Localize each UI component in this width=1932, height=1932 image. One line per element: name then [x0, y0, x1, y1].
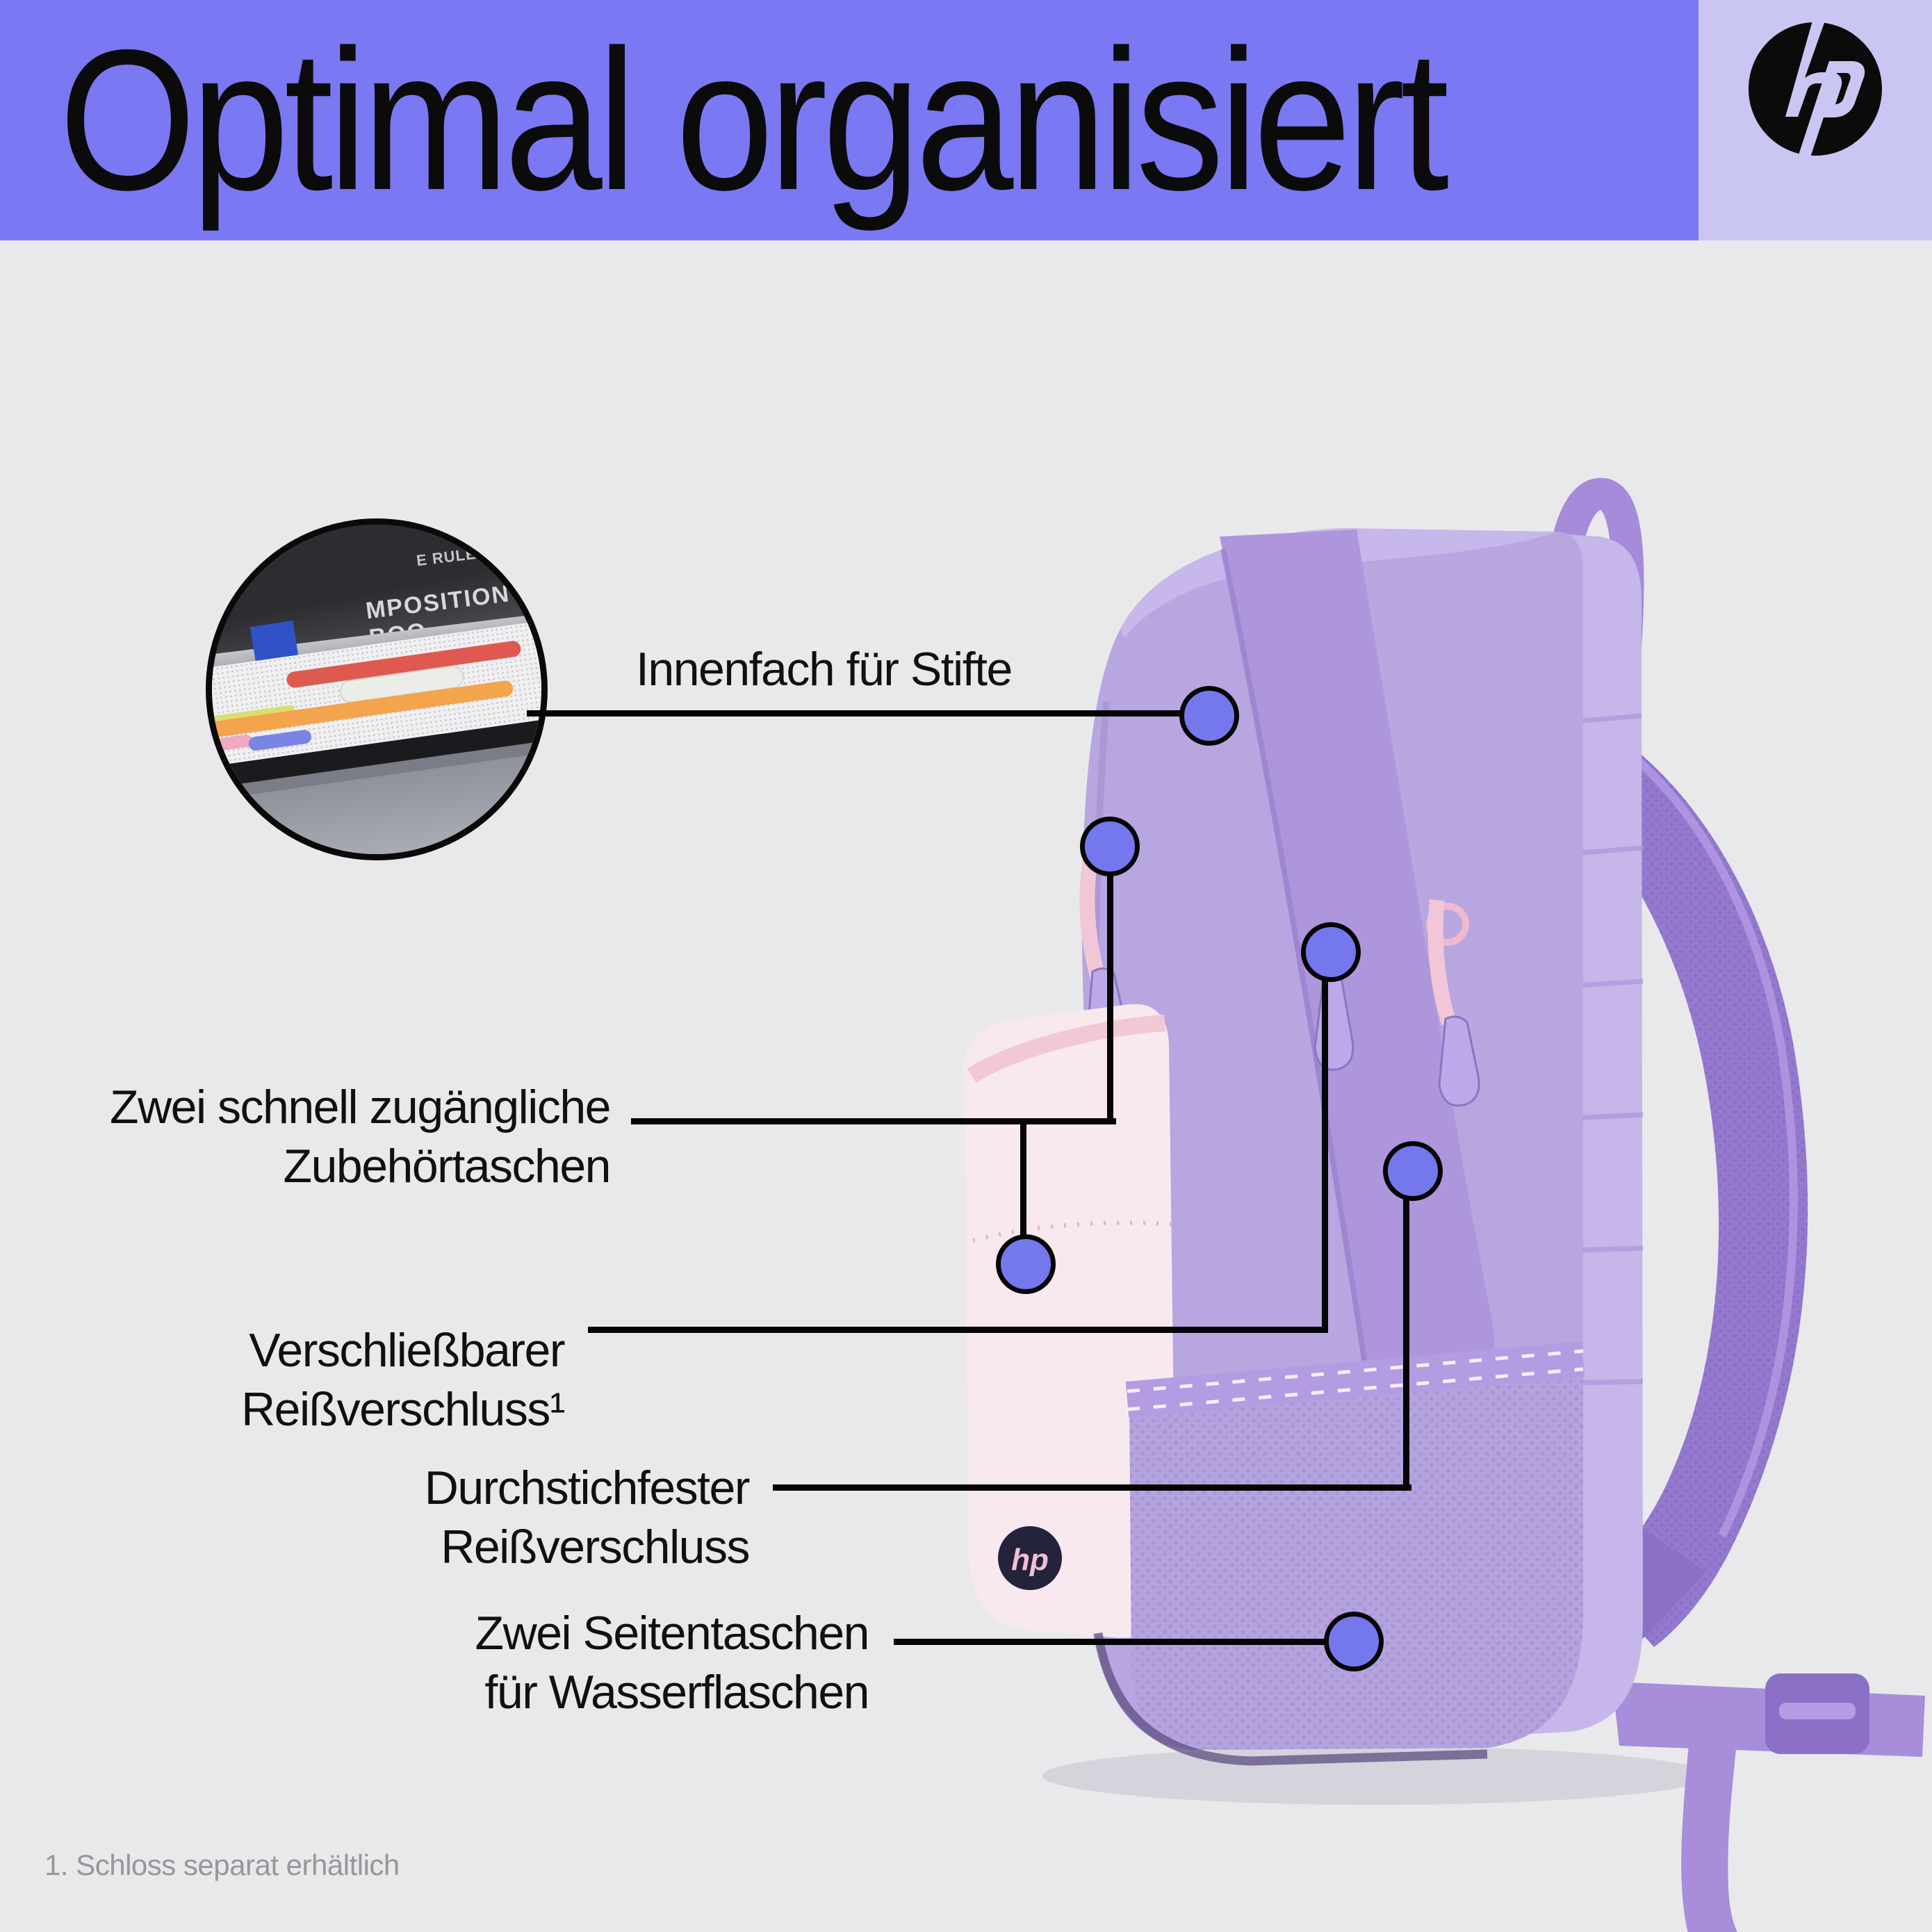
front-pocket-zipper	[967, 1015, 1165, 1083]
callout-line: Innenfach für Stifte	[636, 643, 1013, 696]
mesh-pocket-texture	[1129, 1364, 1583, 1750]
bag-shadow	[1042, 1746, 1710, 1805]
line-puncture	[773, 1484, 1411, 1491]
strap-edge-highlight	[1589, 722, 1798, 1538]
mesh-band-stitch-bottom	[1127, 1367, 1584, 1411]
strap-tail	[1681, 1744, 1737, 1932]
callout-puncture-proof-zipper: Durchstichfester Reißverschluss	[424, 1459, 751, 1577]
diagonal-strap-edge	[1220, 548, 1376, 1418]
hp-bag-tag	[998, 1526, 1062, 1590]
callout-line: für Wasserflaschen	[484, 1666, 870, 1719]
line-puncture-up	[1403, 1195, 1409, 1491]
mesh-band-stitch-top	[1127, 1349, 1584, 1393]
line-lockable-up	[1322, 976, 1328, 1333]
callout-line: Verschließbarer	[249, 1324, 565, 1377]
callout-line: Zubehörtaschen	[283, 1140, 612, 1193]
callout-line: Zwei schnell zugängliche	[110, 1081, 611, 1133]
hp-logo-icon	[1749, 21, 1882, 157]
dot-front-pocket	[996, 1234, 1056, 1294]
callout-bottle-pockets: Zwei Seitentaschen für Wasserflaschen	[475, 1604, 870, 1722]
callout-accessory-pockets: Zwei schnell zugängliche Zubehörtaschen	[110, 1078, 612, 1196]
inset-photo-circle: E RULED MPOSITION BOO	[206, 518, 548, 860]
header-bar: Optimal organisiert	[0, 0, 1698, 240]
dot-inner-pen-pocket	[1179, 686, 1239, 746]
zipper2-pull	[1438, 1015, 1480, 1107]
page-title: Optimal organisiert	[59, 8, 1449, 232]
line-lockable	[588, 1327, 1328, 1333]
callout-line: Reißverschluss	[441, 1521, 750, 1573]
callout-lockable-zipper: Verschließbarer Reißverschluss¹	[241, 1321, 565, 1439]
dot-upper-pocket	[1080, 817, 1140, 876]
mesh-pocket-band	[1125, 1341, 1585, 1418]
line-pockets-down	[1020, 1118, 1026, 1243]
strap-buckle-bar	[1779, 1703, 1856, 1719]
hp-logo-square	[1698, 0, 1932, 240]
hp-bag-tag-text: hp	[1011, 1543, 1049, 1577]
dot-main-zipper	[1383, 1141, 1443, 1201]
inset-blue-marker	[247, 728, 313, 751]
callout-line: Zwei Seitentaschen	[475, 1607, 870, 1660]
line-pens	[527, 710, 1186, 717]
line-pockets	[631, 1118, 1116, 1124]
backpack-photo: hp	[963, 477, 1925, 1932]
shoulder-strap-mesh	[1537, 716, 1808, 1647]
line-pockets-up	[1107, 870, 1113, 1124]
zipper2-tape	[1427, 899, 1457, 1026]
dot-bottle-pocket	[1324, 1612, 1384, 1671]
footnote: 1. Schloss separat erhältlich	[44, 1849, 400, 1881]
callout-inner-pen-pocket: Innenfach für Stifte	[636, 640, 1013, 699]
line-bottles	[894, 1639, 1332, 1645]
callout-line: Reißverschluss¹	[241, 1383, 565, 1436]
dot-lockable-zipper	[1301, 922, 1361, 982]
callout-line: Durchstichfester	[424, 1462, 751, 1514]
front-pocket	[963, 1004, 1177, 1638]
diagonal-strap	[1220, 530, 1495, 1422]
bag-bottom-edge	[1093, 1632, 1488, 1766]
